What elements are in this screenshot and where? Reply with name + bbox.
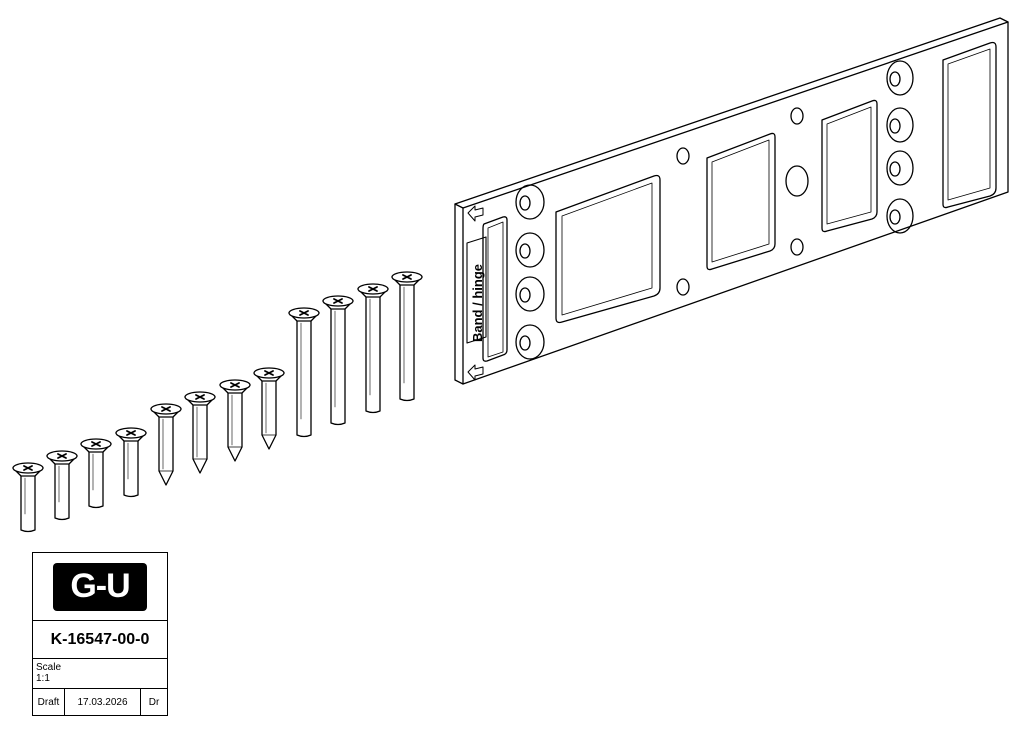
small-hole: [676, 278, 690, 296]
hinge-label: Band / hinge: [470, 264, 485, 342]
screw-8: [253, 367, 285, 450]
scale-value: 1:1: [36, 673, 50, 684]
countersunk-hole: [515, 276, 545, 312]
screw-set: [12, 271, 423, 533]
title-block: G-U K-16547-00-0 Scale 1:1 Draft 17.03.2…: [32, 552, 168, 716]
date-cell: 17.03.2026: [65, 689, 141, 715]
status-cell: Draft: [33, 689, 65, 715]
small-hole: [790, 107, 804, 125]
small-hole: [790, 238, 804, 256]
small-hole: [676, 147, 690, 165]
plate-window: [942, 41, 997, 209]
plate-window: [821, 99, 878, 233]
screw-1: [12, 462, 44, 533]
screw-11: [357, 283, 389, 414]
center-hole: [785, 165, 809, 197]
title-footer: Draft 17.03.2026 Dr: [33, 689, 167, 715]
mounting-plate: [454, 17, 1009, 385]
countersunk-hole: [515, 232, 545, 268]
countersunk-hole: [886, 107, 914, 143]
author-cell: Dr: [148, 696, 160, 708]
screw-9: [288, 307, 320, 438]
countersunk-hole: [886, 150, 914, 186]
plate-window: [706, 132, 776, 271]
arrow-up-icon: [467, 205, 484, 222]
screw-4: [115, 427, 147, 498]
gu-logo: G-U: [53, 562, 147, 611]
screw-5: [150, 403, 182, 486]
screw-2: [46, 450, 78, 521]
screw-10: [322, 295, 354, 426]
countersunk-hole: [515, 184, 545, 220]
countersunk-hole: [515, 324, 545, 360]
logo-area: G-U: [33, 553, 167, 621]
scale-cell: Scale 1:1: [33, 659, 167, 689]
logo-text: G-U: [70, 567, 130, 605]
screw-12: [391, 271, 423, 402]
screw-3: [80, 438, 112, 509]
arrow-up-icon: [467, 364, 484, 381]
scale-label: Scale: [36, 662, 62, 673]
plate-window: [555, 174, 661, 324]
part-number: K-16547-00-0: [33, 621, 167, 659]
countersunk-hole: [886, 60, 914, 96]
countersunk-hole: [886, 198, 914, 234]
screw-6: [184, 391, 216, 474]
screw-7: [219, 379, 251, 462]
